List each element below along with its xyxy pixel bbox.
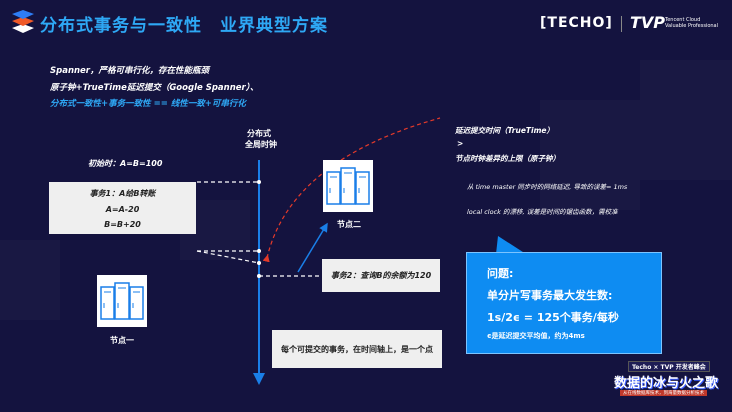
axis-label-2: 全局时钟 [245,140,277,149]
page-title: 分布式事务与一致性 业界典型方案 [40,16,328,36]
callout-line-3: ϵ是延迟提交平均值，约为4ms [487,332,585,340]
tvp-logo: TVP [630,13,666,32]
callout-box: 问题: 单分片写事务最大发生数: 1s/2ϵ = 125个事务/每秒 ϵ是延迟提… [466,252,662,354]
tx1-title: 事务1：A给B转账 [89,188,156,198]
layers-icon [12,10,34,33]
intro-line-3: 分布式一致性+事务一致性 == 线性一致+可串行化 [50,99,246,109]
right-line-4: 从 time master 同步时的网络延迟, 导致的误差= 1ms [467,183,628,191]
node2-server-icon [323,160,373,212]
callout-pointer [496,236,526,254]
right-line-3: 节点时钟差异的上限（原子钟） [455,154,560,163]
tx2-box: 事务2：查询B的余额为120 [322,259,440,292]
event-subtitle: 从在线数据库技术，到海量数据分析技术 [620,390,707,396]
techo-logo: [TECHO] [540,15,613,31]
node1-label: 节点一 [110,336,134,345]
tvp-sub: Tencent Cloud Valuable Professional [665,17,718,29]
tvp-sub-1: Tencent Cloud [665,17,701,23]
callout-line-1: 单分片写事务最大发生数: [487,289,613,302]
node2-label: 节点二 [337,220,361,229]
axis-label-1: 分布式 [247,129,271,138]
query-arrow [297,222,328,273]
truetime-curve [262,117,441,263]
initial-state: 初始时：A=B=100 [88,159,163,168]
note-text: 每个可提交的事务，在时间轴上，是一个点 [281,344,433,354]
right-line-5: local clock 的漂移, 误差是时间的锯齿函数，需校准 [467,208,618,216]
right-line-2: > [457,139,464,148]
intro-line-2: 原子钟+TrueTime延迟提交（Google Spanner）、 [50,83,259,93]
node1-server-icon [97,275,147,327]
callout-question: 问题: [487,267,514,280]
logo-divider [621,16,622,32]
note-box: 每个可提交的事务，在时间轴上，是一个点 [272,330,442,368]
tx1-step-b: B=B+20 [104,219,141,229]
tx1-step-a: A=A-20 [105,204,140,214]
callout-line-2: 1s/2ϵ = 125个事务/每秒 [487,311,619,324]
tx2-text: 事务2：查询B的余额为120 [330,271,432,280]
event-badge: Techo × TVP 开发者峰会 [628,361,710,372]
tvp-sub-2: Valuable Professional [665,23,718,29]
right-line-1: 延迟提交时间（TrueTime） [455,126,555,135]
intro-line-1: Spanner，严格可串行化，存在性能瓶颈 [50,66,210,76]
tx1-box: 事务1：A给B转账 A=A-20 B=B+20 [49,182,196,234]
event-headline: 数据的冰与火之歌 [614,376,719,391]
